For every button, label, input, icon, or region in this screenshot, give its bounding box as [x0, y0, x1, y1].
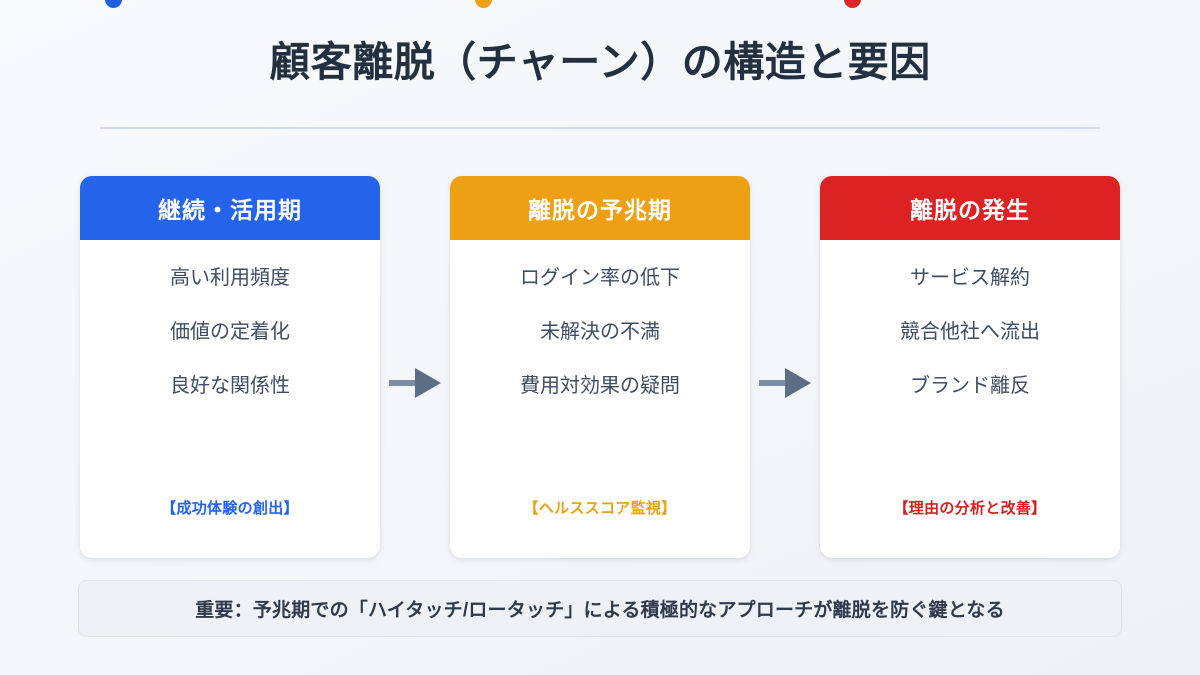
stage-card-item: ログイン率の低下 [520, 267, 680, 289]
key-message-banner: 重要：予兆期での「ハイタッチ/ロータッチ」による積極的なアプローチが離脱を防ぐ鍵… [78, 580, 1122, 637]
stage-card-footer: 【ヘルススコア監視】 [523, 500, 677, 517]
stage-card-item: 高い利用頻度 [170, 267, 290, 289]
top-decoration-dots [0, 0, 1200, 14]
stage-card-stage-warning: 離脱の予兆期ログイン率の低下未解決の不満費用対効果の疑問【ヘルススコア監視】 [450, 176, 750, 558]
dot-orange-icon [475, 0, 492, 8]
stage-card-body: サービス解約競合他社へ流出ブランド離反 [820, 240, 1120, 497]
stage-card-item: 価値の定着化 [170, 321, 290, 343]
slide-header: 顧客離脱（チャーン）の構造と要因 [0, 36, 1200, 88]
key-message-text: 重要：予兆期での「ハイタッチ/ロータッチ」による積極的なアプローチが離脱を防ぐ鍵… [195, 600, 1005, 621]
arrow-head [785, 368, 811, 398]
stage-cards-row: 継続・活用期高い利用頻度価値の定着化良好な関係性【成功体験の創出】離脱の予兆期ロ… [80, 176, 1120, 558]
stage-card-stage-churn: 離脱の発生サービス解約競合他社へ流出ブランド離反【理由の分析と改善】 [820, 176, 1120, 558]
stage-card-footer: 【理由の分析と改善】 [893, 500, 1047, 517]
title-divider [100, 127, 1100, 129]
arrow-warning-to-churn-icon [759, 368, 811, 398]
stage-card-item: 未解決の不満 [540, 321, 660, 343]
arrow-gap [750, 176, 820, 558]
dot-red-icon [844, 0, 861, 8]
arrow-shaft [759, 380, 785, 386]
stage-card-body: ログイン率の低下未解決の不満費用対効果の疑問 [450, 240, 750, 497]
arrow-retention-to-warning-icon [389, 368, 441, 398]
stage-card-item: 費用対効果の疑問 [520, 375, 680, 397]
stage-card-item: ブランド離反 [910, 375, 1030, 397]
dot-blue-icon [105, 0, 122, 8]
stage-card-header: 離脱の発生 [820, 176, 1120, 240]
stage-card-header: 離脱の予兆期 [450, 176, 750, 240]
stage-card-stage-retention: 継続・活用期高い利用頻度価値の定着化良好な関係性【成功体験の創出】 [80, 176, 380, 558]
arrow-gap [380, 176, 450, 558]
arrow-head [415, 368, 441, 398]
stage-card-item: 競合他社へ流出 [900, 321, 1040, 343]
stage-card-footer: 【成功体験の創出】 [161, 500, 299, 517]
stage-card-header: 継続・活用期 [80, 176, 380, 240]
arrow-shaft [389, 380, 415, 386]
page-title: 顧客離脱（チャーン）の構造と要因 [269, 39, 931, 85]
stage-card-body: 高い利用頻度価値の定着化良好な関係性 [80, 240, 380, 497]
stage-card-item: サービス解約 [910, 267, 1030, 289]
stage-card-item: 良好な関係性 [170, 375, 290, 397]
